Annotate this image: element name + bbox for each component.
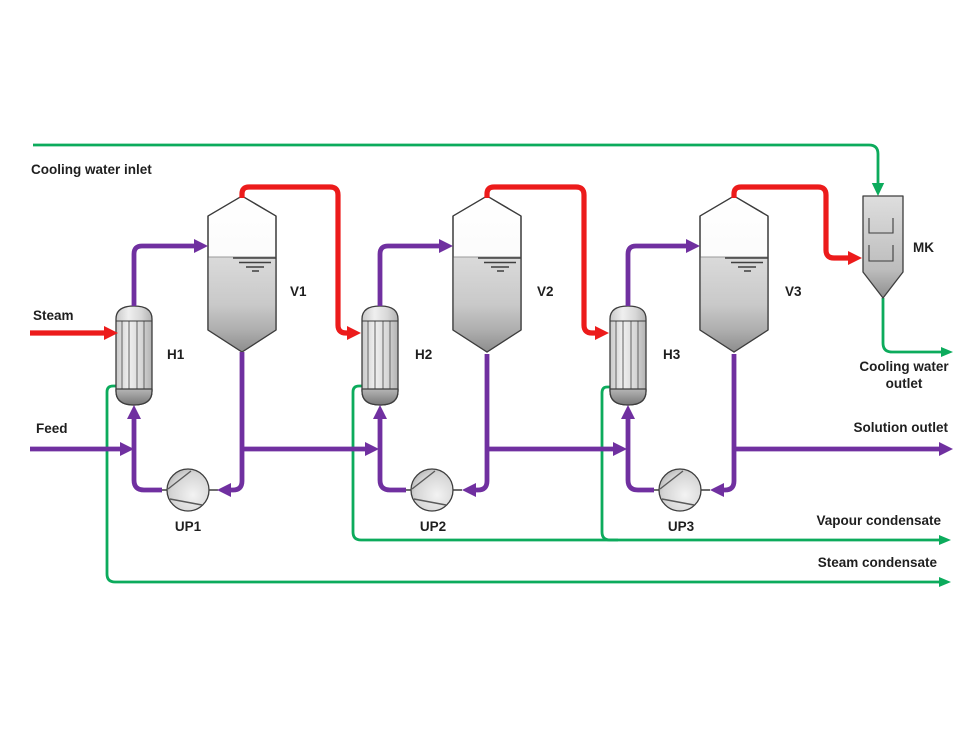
cooling-water-outlet-pipe [881,298,942,354]
feed-arrowhead [120,442,134,456]
v2-to-up2-pipe [475,354,490,493]
up2-impeller [411,470,447,506]
vapour-v3-to-mk-arrowhead [848,251,862,265]
h2-bottom-cap [361,388,399,406]
v3-to-up3-arrowhead [710,483,724,497]
vapour-v3-to-mk-pipe [731,184,849,261]
h3-to-v3-pipe [625,243,687,306]
evaporator-vessel-v3 [699,195,769,353]
evaporator-vessel-v1 [207,195,277,353]
solution-pipes [30,239,953,497]
solution-to-h2-arrowhead [365,442,379,456]
h1-to-v1-pipe [131,243,195,306]
v3-liquid [700,257,768,352]
v2-level-marks [478,257,521,272]
heat-exchanger-h1 [115,305,153,406]
vapour-condensate-branch-h3 [600,385,618,542]
h3-to-v3-arrowhead [686,239,700,253]
mk-tag: MK [913,240,934,255]
cooling-water-outlet-label-line2: outlet [886,376,923,391]
up3-to-h3-arrowhead [621,405,635,419]
solution-outlet-label: Solution outlet [854,420,949,435]
steam-label: Steam [33,308,74,323]
steam-vapour-pipes [30,184,862,340]
v2-outline [452,195,522,353]
h2-to-v2-arrowhead [439,239,453,253]
steam-condensate-label: Steam condensate [818,555,938,570]
v3-to-up3-pipe [722,354,737,493]
vapour-v2-to-h3-arrowhead [595,326,609,340]
up2-to-h2-arrowhead [373,405,387,419]
v1-level-marks [233,257,276,272]
cooling-water-outlet-label-line1: Cooling water [859,359,949,374]
v1-tag: V1 [290,284,307,299]
steam-condensate-pipe [105,384,940,584]
up1-tag: UP1 [175,519,202,534]
steam-inlet-arrowhead [104,326,118,340]
h2-tag: H2 [415,347,432,362]
vapour-v1-to-h2-arrowhead [347,326,361,340]
h1-to-v1-arrowhead [194,239,208,253]
v2-to-up2-arrowhead [462,483,476,497]
vapour-v2-to-h3-pipe [484,184,596,336]
v3-outline [699,195,769,353]
up3-impeller [659,470,695,506]
up2-casing [410,468,454,512]
up1-impeller [167,470,203,506]
h1-bottom-cap [115,388,153,406]
up3-to-h3-pipe [625,418,654,493]
v1-liquid [208,257,276,352]
up2-tag: UP2 [420,519,446,534]
cooling-water-inlet-pipe [33,143,880,184]
up3-casing [658,468,702,512]
mk-baffle-upper [868,218,894,234]
evaporator-vessel-v2 [452,195,522,353]
labels: Cooling water inlet Steam Feed H1 H2 H3 … [31,162,949,570]
up1-to-h1-pipe [131,418,162,493]
up1-to-h1-arrowhead [127,405,141,419]
v2-tag: V2 [537,284,554,299]
steam-condensate-arrowhead [939,577,951,587]
up2-to-h2-pipe [377,418,406,493]
up1-casing [166,468,210,512]
mk-baffle-lower [868,245,894,262]
h3-bottom-cap [609,388,647,406]
h1-tag: H1 [167,347,185,362]
pump-up2 [410,468,454,512]
pump-up1 [166,468,210,512]
v3-level-marks [725,257,768,272]
pump-up3 [658,468,702,512]
cooling-water-inlet-label: Cooling water inlet [31,162,152,177]
v3-tag: V3 [785,284,802,299]
cooling-water-inlet-arrowhead [871,183,885,196]
vapour-condensate-label: Vapour condensate [816,513,941,528]
v1-to-up1-pipe [230,352,245,493]
heat-exchanger-h3 [609,305,647,406]
solution-to-h3-arrowhead [613,442,627,456]
vapour-v1-to-h2-pipe [239,184,349,336]
condenser-mk [862,195,904,299]
solution-outlet-arrowhead [939,442,953,456]
cooling-water-and-condensate-pipes [33,143,953,587]
h3-tag: H3 [663,347,681,362]
heat-exchanger-h2 [361,305,399,406]
v2-liquid [453,257,521,352]
v1-to-up1-arrowhead [217,483,231,497]
h2-to-v2-pipe [377,243,440,306]
feed-label: Feed [36,421,68,436]
vapour-condensate-arrowhead [939,535,951,545]
cooling-water-outlet-arrowhead [941,347,953,357]
up3-tag: UP3 [668,519,695,534]
vapour-condensate-pipe [351,384,940,542]
